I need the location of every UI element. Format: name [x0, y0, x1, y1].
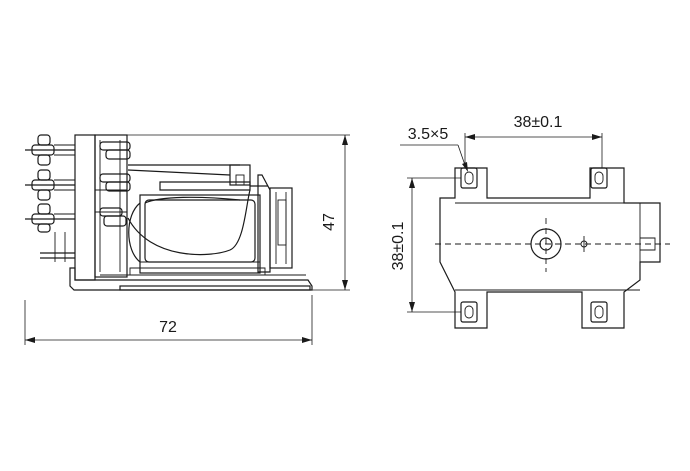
- height-label: 47: [321, 213, 338, 231]
- dimension-vertical-pitch: [407, 177, 461, 313]
- length-label: 72: [159, 319, 177, 336]
- base-outline: [439, 167, 661, 329]
- base-plate: [69, 267, 313, 291]
- armature: [159, 164, 268, 191]
- side-view: 72 47: [24, 134, 350, 345]
- mounting-slot-top-right: [590, 167, 608, 189]
- slot-leader: [400, 144, 468, 172]
- screw-terminal-1: [25, 134, 75, 166]
- coil-pin: [40, 232, 75, 262]
- dimension-72: [24, 295, 313, 345]
- dimension-horizontal-pitch: [464, 133, 603, 168]
- coil: [127, 189, 266, 276]
- dimension-47: [97, 134, 350, 291]
- mounting-slot-bottom-left: [460, 301, 478, 323]
- vertical-pitch-label: 38±0.1: [390, 221, 407, 270]
- mounting-slot-top-left: [460, 167, 478, 189]
- top-view: 38±0.1 3.5×5 38±0.1: [390, 114, 670, 329]
- horizontal-pitch-label: 38±0.1: [514, 114, 563, 131]
- screw-terminal-3: [25, 203, 75, 233]
- contact-springs: [99, 141, 240, 227]
- yoke: [257, 174, 293, 273]
- center-boss: [530, 218, 656, 272]
- mounting-slot-bottom-right: [590, 301, 608, 323]
- slot-size-label: 3.5×5: [408, 126, 449, 143]
- screw-terminal-2: [25, 169, 75, 201]
